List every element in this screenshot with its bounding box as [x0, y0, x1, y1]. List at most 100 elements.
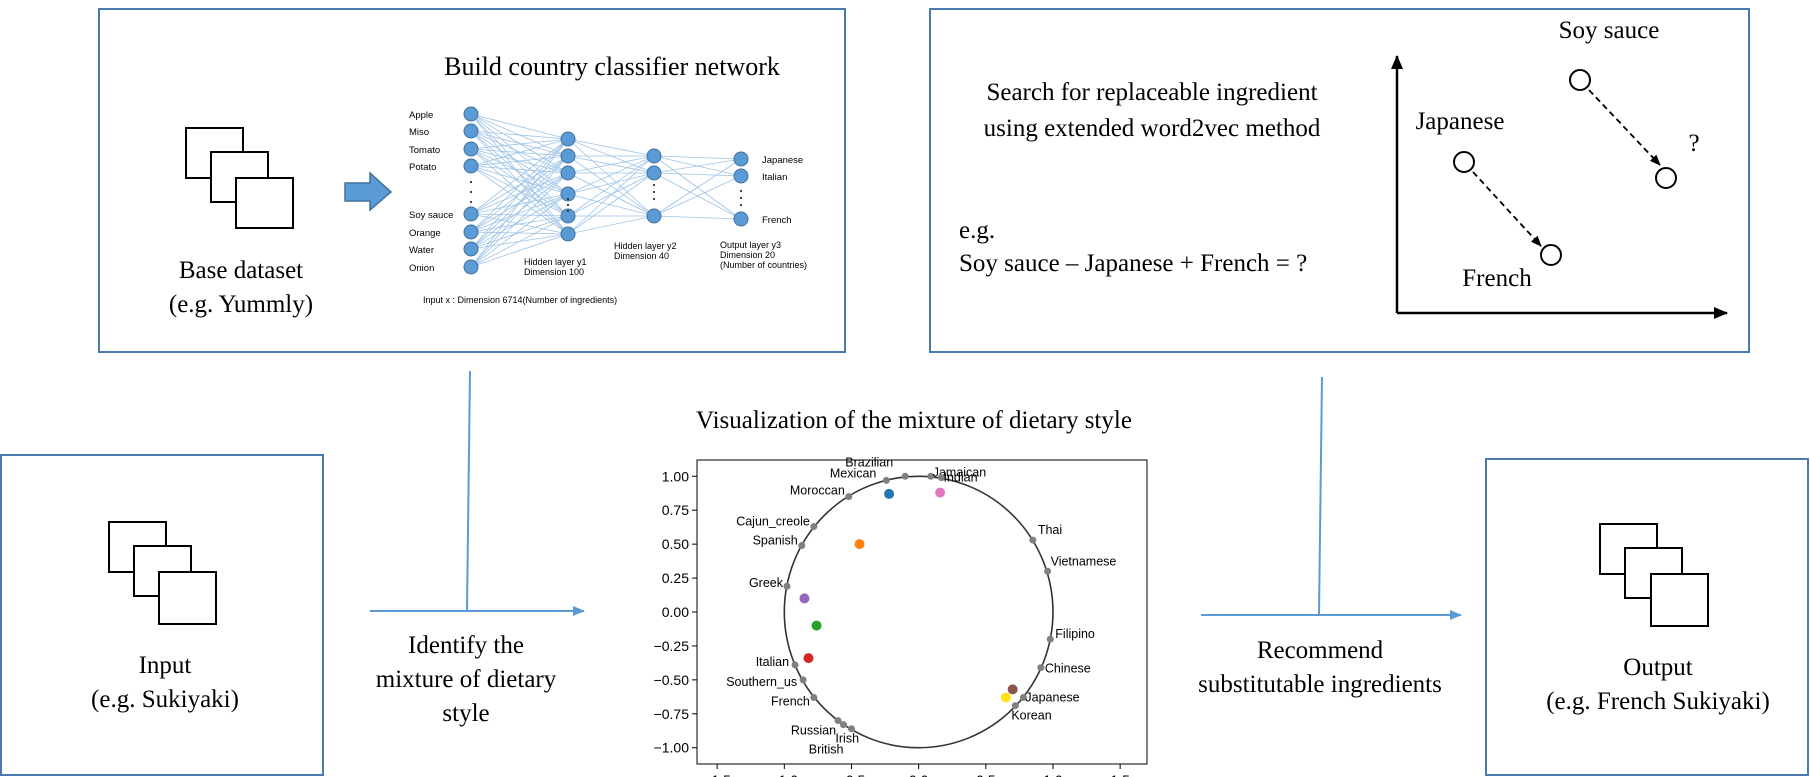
country-label: British — [809, 743, 844, 757]
soy-sauce-vector — [1588, 89, 1661, 166]
network-node — [463, 241, 479, 257]
french-label: French — [1462, 265, 1532, 292]
network-edge — [470, 193, 569, 268]
network-node — [733, 168, 749, 184]
network-edge — [567, 138, 655, 157]
hidden-layer2-caption: Hidden layer y2 — [614, 241, 677, 251]
chart-title: Visualization of the mixture of dietary … — [696, 407, 1132, 434]
network-edge — [653, 215, 742, 220]
network-edge — [470, 231, 569, 235]
network-edge — [567, 155, 655, 235]
country-label: Indian — [943, 471, 977, 485]
y-tick-label: 0.75 — [662, 502, 689, 518]
network-edge — [470, 138, 569, 215]
unknown-label: ? — [1688, 130, 1699, 157]
network-edge — [470, 148, 569, 217]
mixture-point — [799, 593, 810, 604]
japanese-french-vector — [1472, 171, 1542, 247]
ellipsis-dot — [469, 200, 473, 204]
country-label: Brazilian — [845, 455, 893, 469]
input-dimension-caption: Input x : Dimension 6714(Number of ingre… — [423, 295, 617, 305]
ellipsis-dot — [566, 203, 570, 207]
input-ingredient-label: Potato — [409, 162, 436, 173]
y-tick-label: 1.00 — [662, 468, 689, 484]
example-label: e.g. — [959, 217, 995, 244]
network-edge — [470, 138, 569, 150]
ellipsis-dot — [469, 180, 473, 184]
hidden-layer1-caption: Dimension 100 — [524, 267, 584, 277]
network-edge — [470, 138, 569, 233]
ellipsis-dot — [652, 183, 656, 187]
country-marker — [847, 725, 855, 733]
country-label: Spanish — [753, 534, 798, 548]
recommend-line2: substitutable ingredients — [1198, 671, 1442, 698]
stacked-documents-icon — [108, 521, 217, 625]
x-tick-label: 1.5 — [1110, 772, 1130, 777]
ellipsis-dot — [739, 189, 743, 193]
network-edge — [470, 215, 569, 250]
country-marker — [1044, 567, 1052, 575]
network-edge — [567, 155, 655, 174]
network-edge — [470, 165, 569, 235]
input-line2: (e.g. Sukiyaki) — [91, 686, 239, 713]
country-label: Southern_us — [726, 675, 797, 689]
input-ingredient-label: Soy sauce — [409, 210, 453, 221]
network-edge — [470, 193, 569, 233]
network-edges — [470, 113, 742, 268]
network-node — [463, 141, 479, 157]
network-node — [463, 106, 479, 122]
network-edge — [470, 193, 569, 215]
network-edge — [567, 215, 655, 235]
ellipsis-dot — [652, 190, 656, 194]
x-tick-label: 0.0 — [909, 772, 929, 777]
network-node — [733, 151, 749, 167]
y-tick-label: −0.75 — [654, 706, 690, 722]
network-node — [463, 206, 479, 222]
country-label: Mexican — [830, 466, 877, 480]
country-label: Thai — [1038, 523, 1062, 537]
mixture-point — [935, 487, 946, 498]
country-marker — [927, 472, 935, 480]
stacked-documents-icon — [1599, 523, 1709, 627]
country-label: Greek — [749, 576, 784, 590]
network-edge — [470, 155, 569, 268]
network-node — [463, 224, 479, 240]
country-marker — [810, 694, 818, 701]
network-edge — [470, 213, 569, 217]
country-label: Russian — [791, 724, 836, 738]
country-marker — [791, 661, 799, 669]
network-edge — [567, 193, 655, 217]
hidden-layer2-caption: Dimension 40 — [614, 251, 669, 261]
country-marker — [1046, 635, 1054, 643]
network-edge — [470, 165, 569, 217]
output-layer-caption: Output layer y3 — [720, 240, 781, 250]
network-node — [646, 148, 662, 164]
output-country-label: Japanese — [762, 155, 803, 166]
output-layer-caption: Dimension 20 — [720, 250, 775, 260]
ellipsis-dot — [566, 209, 570, 213]
country-label: Jamaican — [933, 465, 987, 479]
dataset-panel — [98, 8, 846, 353]
network-edge — [470, 130, 569, 217]
recommend-line1: Recommend — [1257, 637, 1384, 664]
network-node — [646, 165, 662, 181]
y-tick-label: −0.50 — [654, 672, 690, 688]
block-arrow-right-icon — [344, 171, 393, 212]
mixture-point — [803, 653, 814, 664]
network-node — [560, 165, 576, 181]
input-ingredient-label: Onion — [409, 263, 434, 274]
ellipsis-dot — [652, 197, 656, 201]
network-node — [560, 148, 576, 164]
example-equation: Soy sauce – Japanese + French = ? — [959, 250, 1307, 277]
network-edge — [470, 113, 569, 195]
network-edge — [470, 148, 569, 235]
mixture-point — [1007, 684, 1018, 695]
unknown-point — [1655, 167, 1677, 189]
country-label: Chinese — [1045, 662, 1091, 676]
network-edge — [470, 138, 569, 250]
network-title: Build country classifier network — [444, 52, 780, 81]
country-marker — [1019, 694, 1027, 701]
network-edge — [470, 172, 569, 268]
